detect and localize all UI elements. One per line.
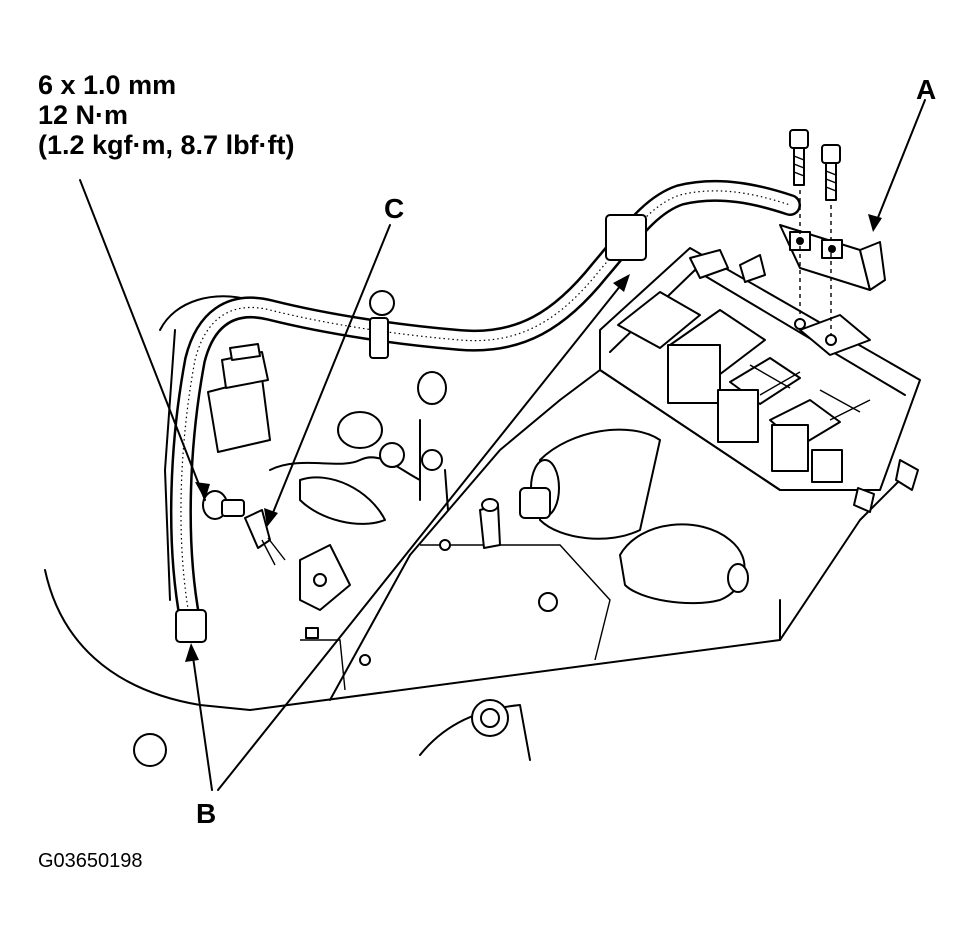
bolt-size: 6 x 1.0 mm [38, 70, 177, 100]
leader-lines [79, 99, 926, 791]
torque-alt-units: (1.2 kgf·m, 8.7 lbf·ft) [38, 130, 295, 160]
callout-c: C [384, 193, 405, 224]
bracket-bolts [789, 129, 841, 346]
ground-bolt [202, 490, 351, 639]
callout-b: B [196, 798, 217, 829]
bracket-a [779, 224, 886, 291]
callout-a: A [916, 74, 937, 105]
boot-cover [619, 523, 749, 605]
fuse-relay-box [599, 247, 921, 513]
starter-motor [479, 428, 661, 549]
figure-id: G03650198 [38, 850, 143, 872]
torque-nm: 12 N·m [38, 100, 129, 130]
relay-block-left [207, 343, 271, 453]
wire-harness [169, 179, 801, 643]
middle-components [269, 371, 449, 525]
grommets [133, 539, 558, 767]
torque-spec: 6 x 1.0 mm 12 N·m (1.2 kgf·m, 8.7 lbf·ft… [38, 70, 295, 160]
body-outline [44, 295, 901, 761]
